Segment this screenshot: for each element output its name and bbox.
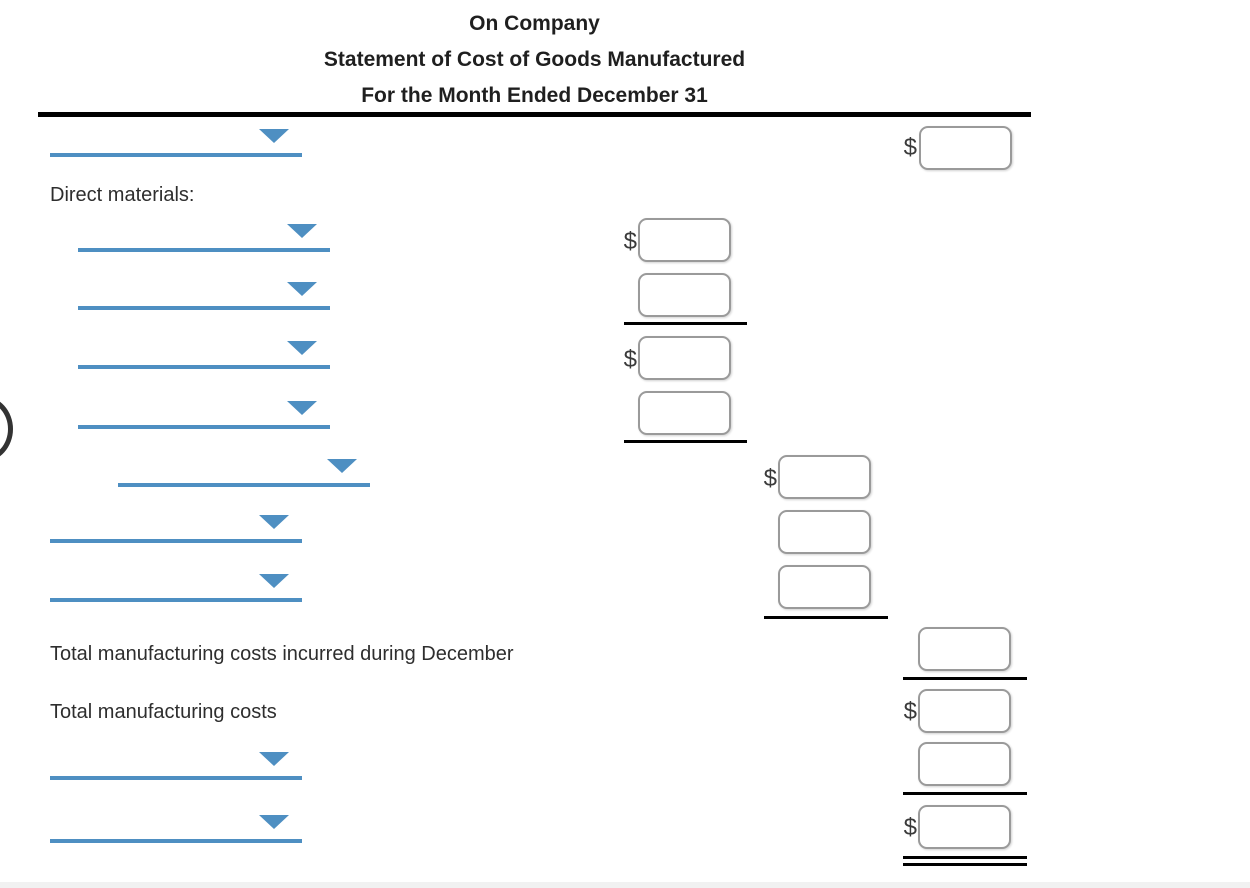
caret-down-icon (259, 574, 289, 588)
dollar-sign: $ (903, 698, 917, 725)
line-1-select[interactable] (50, 129, 302, 157)
header-rule (38, 112, 1031, 117)
direct-materials-label: Direct materials: (50, 184, 195, 206)
caret-down-icon (259, 129, 289, 143)
amount-dm-4-input[interactable] (638, 391, 731, 435)
amount-total-incurred-input[interactable] (918, 627, 1011, 671)
subtotal-rule (624, 322, 747, 325)
dollar-sign: $ (623, 346, 637, 373)
caret-down-icon (259, 515, 289, 529)
company-name: On Company (469, 12, 600, 35)
dollar-sign: $ (763, 465, 777, 492)
bottom-divider (0, 882, 1250, 888)
line-12-select[interactable] (50, 752, 302, 780)
statement-period: For the Month Ended December 31 (361, 84, 708, 107)
direct-materials-item-2-select[interactable] (78, 282, 330, 310)
subtotal-rule (903, 677, 1027, 680)
line-8-select[interactable] (50, 574, 302, 602)
caret-down-icon (327, 459, 357, 473)
direct-materials-item-3-select[interactable] (78, 341, 330, 369)
amount-line-13-input[interactable] (918, 805, 1011, 849)
amount-total-mfg-costs-input[interactable] (918, 689, 1011, 733)
caret-down-icon (287, 282, 317, 296)
amount-dm-1-input[interactable] (638, 218, 731, 262)
dollar-sign: $ (903, 134, 917, 161)
direct-materials-item-1-select[interactable] (78, 224, 330, 252)
amount-line-12-input[interactable] (918, 742, 1011, 786)
caret-down-icon (287, 224, 317, 238)
line-13-select[interactable] (50, 815, 302, 843)
subtotal-rule (903, 792, 1027, 795)
total-mfg-costs-label: Total manufacturing costs (50, 701, 277, 723)
double-underline (903, 856, 1027, 866)
dollar-sign: $ (623, 228, 637, 255)
subtotal-rule (764, 616, 888, 619)
caret-down-icon (287, 401, 317, 415)
amount-line-1-input[interactable] (919, 126, 1012, 170)
statement-title: Statement of Cost of Goods Manufactured (323, 48, 746, 71)
amount-dm-2-input[interactable] (638, 273, 731, 317)
dollar-sign: $ (903, 814, 917, 841)
partial-circle-decoration (0, 396, 13, 462)
line-7-select[interactable] (50, 515, 302, 543)
caret-down-icon (259, 815, 289, 829)
amount-dm-total-input[interactable] (778, 455, 871, 499)
direct-materials-item-4-select[interactable] (78, 401, 330, 429)
subtotal-rule (624, 440, 747, 443)
amount-line-8-input[interactable] (778, 565, 871, 609)
total-mfg-costs-incurred-label: Total manufacturing costs incurred durin… (50, 643, 514, 665)
direct-materials-total-select[interactable] (118, 459, 370, 487)
caret-down-icon (287, 341, 317, 355)
caret-down-icon (259, 752, 289, 766)
amount-line-7-input[interactable] (778, 510, 871, 554)
amount-dm-3-input[interactable] (638, 336, 731, 380)
